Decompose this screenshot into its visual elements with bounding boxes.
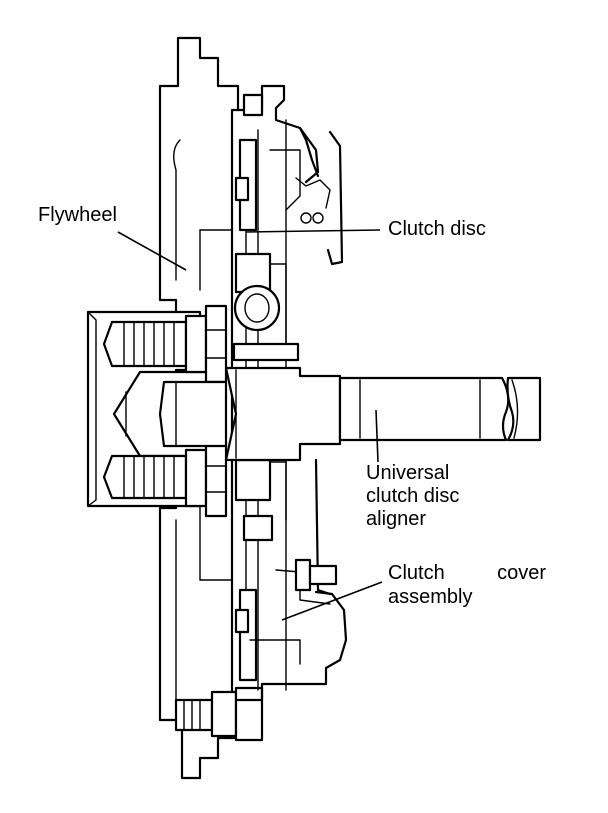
label-aligner-line3: aligner xyxy=(366,508,427,530)
label-cover-word1: Clutch xyxy=(388,562,445,584)
label-cover-line1: Clutch cover xyxy=(388,562,546,584)
label-aligner-line1: Universal xyxy=(366,462,450,484)
lower-bolt xyxy=(102,440,228,518)
label-cover-line2: assembly xyxy=(388,586,473,608)
leader-lines xyxy=(117,229,383,621)
label-flywheel: Flywheel xyxy=(38,204,117,226)
aligner-tool xyxy=(158,366,542,462)
pressure-plate-lower xyxy=(234,558,338,682)
upper-bolt xyxy=(102,304,228,384)
label-cover-word2: cover xyxy=(497,562,546,584)
rim-bolt xyxy=(174,686,264,742)
label-aligner-line2: clutch disc xyxy=(366,485,460,507)
pressure-plate-upper xyxy=(234,93,324,232)
label-clutch-disc: Clutch disc xyxy=(388,218,486,240)
